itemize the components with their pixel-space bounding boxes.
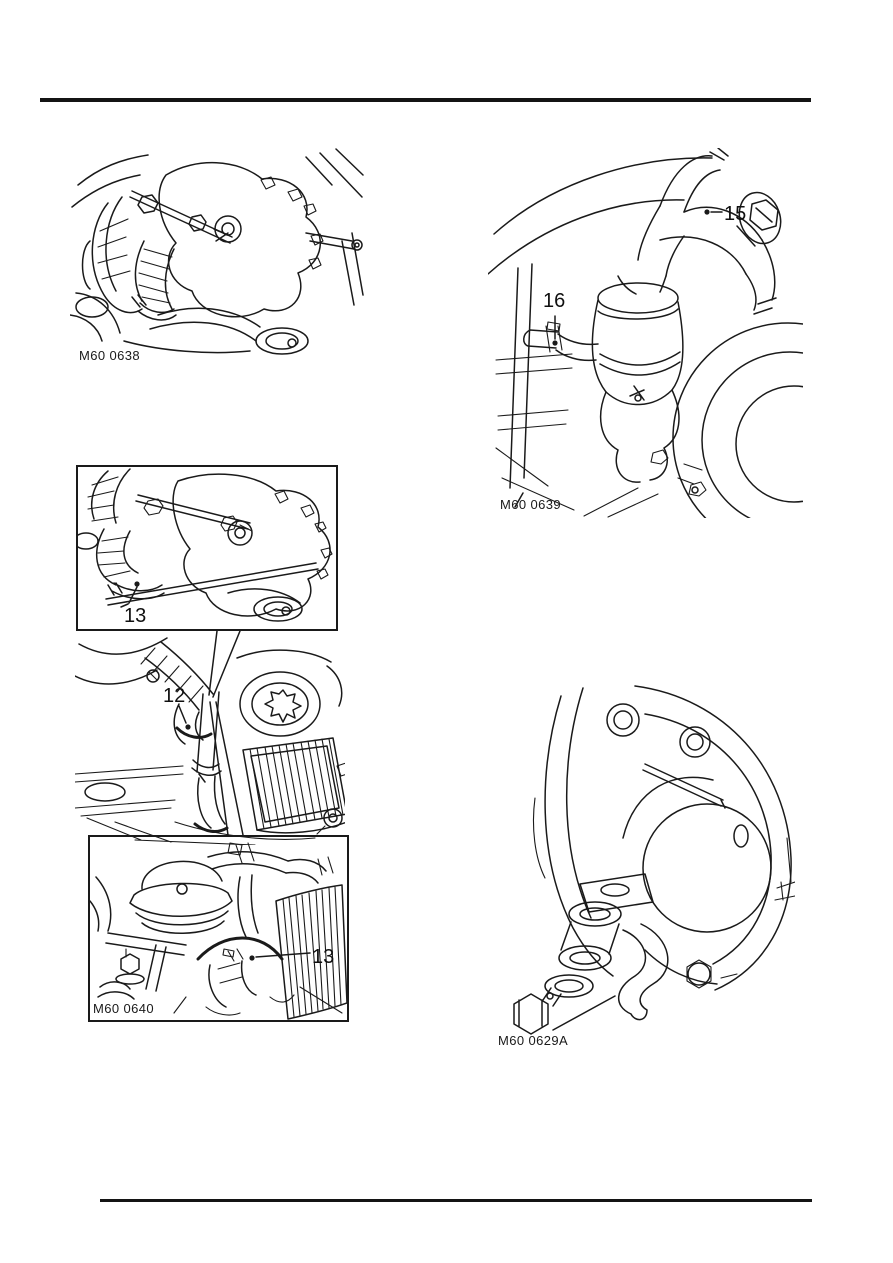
callout-leader-15 (704, 209, 756, 247)
figure-m60-0639: 15 16 M60 0639 (488, 148, 803, 518)
callout-leader-16 (552, 315, 558, 346)
air-cleaner-line-drawing (75, 637, 345, 845)
callout-label-13-top: 13 (124, 605, 147, 627)
figure-caption: M60 0629A (498, 1033, 569, 1048)
figure-caption: M60 0638 (79, 348, 141, 363)
bottom-rule (100, 1199, 812, 1202)
top-rule (40, 98, 811, 102)
callout-leader-13-detail (120, 581, 140, 608)
callout-leader-13-bottom (249, 952, 311, 961)
callout-label-13-bottom: 13 (312, 946, 335, 968)
callout-label-15: 15 (724, 203, 747, 225)
callout-label-12: 12 (163, 685, 186, 707)
intake-elbow-detail-drawing (78, 468, 333, 622)
detail-box-connector-lines (208, 630, 244, 836)
purge-valve-line-drawing (90, 842, 347, 1020)
callout-leader-12 (178, 705, 191, 730)
power-steering-pump-drawing (513, 685, 795, 1035)
figure-air-cleaner-overview: 12 (75, 632, 345, 845)
figure-detail-box-top: 13 (76, 465, 338, 631)
engine-line-drawing (70, 148, 364, 355)
thermostat-line-drawing (488, 148, 803, 518)
figure-caption: M60 0640 (93, 1001, 155, 1016)
figure-m60-0640: 13 M60 0640 (88, 835, 349, 1022)
figure-m60-0638: M60 0638 (70, 145, 365, 370)
callout-label-16: 16 (543, 290, 566, 312)
figure-m60-0629a: M60 0629A (495, 678, 795, 1053)
figure-caption: M60 0639 (500, 497, 562, 512)
